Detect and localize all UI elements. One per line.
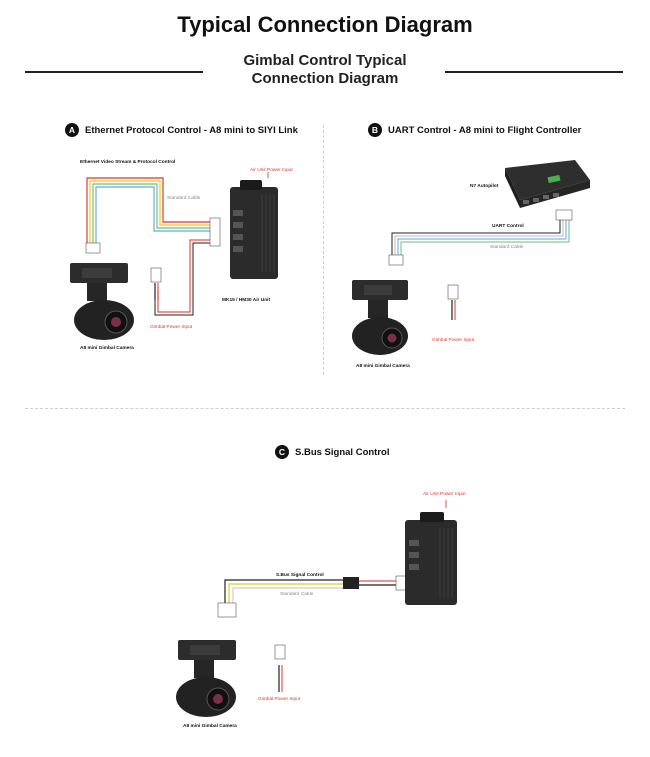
c-camera-connector (217, 602, 237, 618)
c-inline-connector (343, 577, 359, 589)
section-a-components (70, 172, 278, 340)
b-cable-uart-black (391, 218, 561, 262)
section-c-components (176, 512, 457, 717)
b-autopilot (505, 160, 590, 200)
a-power-connector (150, 267, 162, 283)
c-cable-yellow (228, 583, 345, 605)
a-air-unit (230, 187, 278, 279)
section-b-components (352, 160, 590, 355)
b-cable-green (400, 218, 570, 262)
b-fc-connector (555, 209, 573, 221)
badge-b: B (368, 123, 382, 137)
a-camera-connector (85, 242, 101, 254)
b-camera-connector (388, 254, 404, 266)
a-power-cable-red (157, 239, 218, 313)
a-power-cable-black (154, 242, 218, 316)
badge-a: A (65, 123, 79, 137)
c-cable-black (224, 579, 345, 605)
section-b-title: UART Control - A8 mini to Flight Control… (388, 124, 582, 136)
left-rule (25, 71, 203, 73)
section-a-title: Ethernet Protocol Control - A8 mini to S… (85, 124, 298, 136)
page-subtitle: Gimbal Control Typical Connection Diagra… (243, 52, 407, 87)
b-label-autopilot: N7 Autopilot (470, 184, 499, 189)
b-label-uart: UART Control (492, 224, 524, 229)
horizontal-divider (25, 408, 625, 409)
b-label-camera: A8 mini Gimbal Camera (356, 364, 410, 369)
section-c-title: S.Bus Signal Control (295, 446, 390, 458)
a-label-gimbal-power: Gimbal Power Input (150, 325, 193, 330)
c-label-standard-cable: Standard Cable (280, 592, 314, 597)
c-label-sbus: S.Bus Signal Control (276, 573, 324, 578)
section-c-cables (224, 500, 447, 692)
section-a-heading: A Ethernet Protocol Control - A8 mini to… (65, 123, 298, 137)
b-label-standard-cable: Standard Cable (490, 245, 524, 250)
c-power-connector (274, 644, 286, 660)
a-label-air-unit-power: Air Unit Power Input (250, 168, 293, 173)
page-title: Typical Connection Diagram (177, 12, 473, 37)
section-b-heading: B UART Control - A8 mini to Flight Contr… (368, 123, 581, 137)
c-cable-white (232, 587, 345, 605)
badge-c: C (275, 445, 289, 459)
b-power-connector (447, 284, 459, 300)
c-label-air-unit-power: Air Unit Power Input (423, 492, 466, 497)
vertical-divider (323, 125, 324, 375)
a-label-air-unit: MK15 / HM30 Air Unit (222, 298, 271, 303)
b-cable-blue (397, 218, 567, 262)
c-label-camera: A8 mini Gimbal Camera (183, 724, 237, 729)
b-cable-uart-white (394, 218, 564, 262)
a-cable-red (86, 177, 218, 246)
right-rule (445, 71, 623, 73)
b-label-gimbal-power: Gimbal Power Input (432, 338, 475, 343)
a-air-unit-connector (209, 217, 221, 247)
c-label-gimbal-power: Gimbal Power Input (258, 697, 301, 702)
a-label-standard-cable: Standard Cable (167, 196, 201, 201)
section-b-cables (391, 218, 570, 320)
a-cable-green (92, 183, 218, 246)
a-label-ethernet: Ethernet Video Stream & Protocol Control (80, 160, 176, 165)
a-label-camera: A8 mini Gimbal Camera (80, 346, 134, 351)
c-air-unit (405, 520, 457, 605)
section-c-heading: C S.Bus Signal Control (275, 445, 389, 459)
